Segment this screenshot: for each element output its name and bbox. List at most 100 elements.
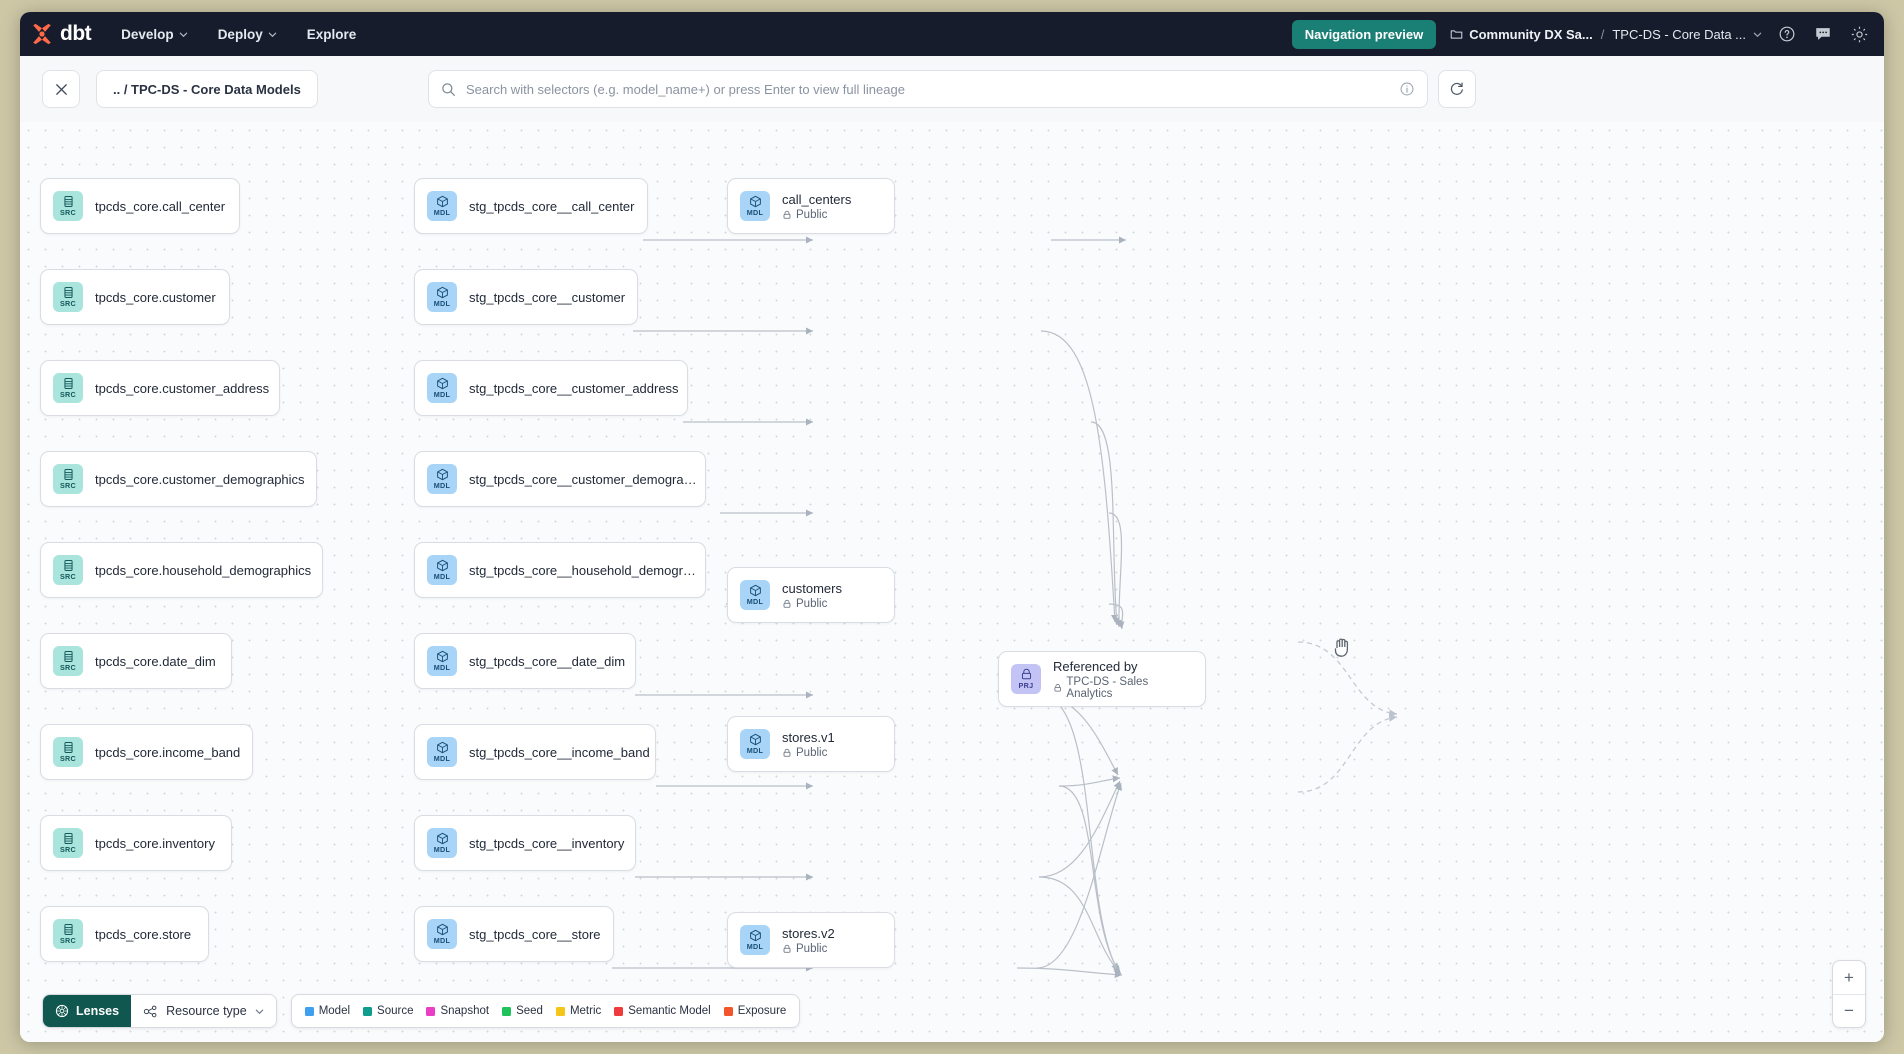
mdl-badge-icon: MDL — [427, 828, 457, 858]
node-title: tpcds_core.store — [95, 926, 192, 942]
node-subtitle: Public — [782, 209, 851, 221]
node-text: tpcds_core.inventory — [95, 836, 215, 851]
navbar-right-group: Navigation preview Community DX Sa... / … — [1291, 19, 1870, 49]
search-input[interactable] — [466, 81, 1389, 97]
src-badge-icon: SRC — [53, 737, 83, 767]
mdl-badge-icon: MDL — [427, 555, 457, 585]
zoom-out-button[interactable]: − — [1833, 994, 1865, 1027]
resource-type-dropdown[interactable]: Resource type — [131, 995, 276, 1027]
src-badge-icon: SRC — [53, 373, 83, 403]
node-text: stg_tpcds_core__date_dim — [469, 654, 625, 669]
lineage-node-s7[interactable]: SRC tpcds_core.income_band — [40, 724, 253, 780]
node-title: stg_tpcds_core__customer_address — [469, 380, 679, 396]
search-icon — [442, 82, 455, 96]
src-badge-icon: SRC — [53, 919, 83, 949]
legend-swatch — [555, 1006, 565, 1016]
mdl-badge-icon: MDL — [427, 373, 457, 403]
search-box[interactable] — [428, 70, 1428, 108]
legend-label: Snapshot — [440, 1005, 490, 1017]
node-title: tpcds_core.customer_demographics — [95, 471, 305, 487]
legend-item-semantic-model[interactable]: Semantic Model — [614, 1005, 711, 1017]
resource-type-legend: Model Source Snapshot Seed Metric Semantic Mo… — [290, 994, 801, 1028]
chevron-down-icon — [179, 32, 187, 37]
lineage-node-s1[interactable]: SRC tpcds_core.call_center — [40, 178, 240, 234]
node-subtitle: Public — [782, 943, 835, 955]
legend-swatch — [363, 1006, 373, 1016]
node-title: tpcds_core.household_demographics — [95, 562, 312, 578]
nav-item-develop[interactable]: Develop — [119, 23, 190, 46]
legend-label: Source — [377, 1005, 414, 1017]
refresh-button[interactable] — [1438, 70, 1476, 108]
node-title: tpcds_core.date_dim — [95, 653, 216, 669]
node-text: tpcds_core.household_demographics — [95, 563, 311, 578]
legend-item-exposure[interactable]: Exposure — [723, 1005, 786, 1017]
lineage-node-m5[interactable]: MDL stg_tpcds_core__household_demogr… — [414, 542, 706, 598]
breadcrumb-account[interactable]: Community DX Sa... — [1450, 27, 1593, 42]
legend-label: Metric — [569, 1005, 602, 1017]
node-subtitle: Public — [782, 747, 835, 759]
node-text: stg_tpcds_core__customer_demogra… — [469, 472, 697, 487]
zoom-controls: + − — [1832, 960, 1866, 1028]
search-area — [428, 70, 1476, 108]
legend-swatch — [502, 1006, 512, 1016]
legend-item-model[interactable]: Model — [304, 1005, 350, 1017]
navigation-preview-button[interactable]: Navigation preview — [1291, 19, 1437, 49]
node-text: stg_tpcds_core__call_center — [469, 199, 635, 214]
lineage-node-m3[interactable]: MDL stg_tpcds_core__customer_address — [414, 360, 688, 416]
node-subtitle: TPC-DS - Sales Analytics — [1053, 676, 1189, 700]
nav-item-explore[interactable]: Explore — [305, 23, 359, 46]
node-title: stg_tpcds_core__household_demogr… — [469, 562, 696, 578]
zoom-in-button[interactable]: + — [1844, 967, 1854, 987]
mdl-badge-icon: MDL — [740, 729, 770, 759]
node-text: tpcds_core.income_band — [95, 745, 240, 760]
nav-item-deploy[interactable]: Deploy — [216, 23, 279, 46]
lenses-button[interactable]: Lenses — [43, 995, 132, 1027]
node-title: call_centers — [782, 191, 852, 207]
node-text: tpcds_core.store — [95, 927, 191, 942]
legend-item-seed[interactable]: Seed — [502, 1005, 543, 1017]
node-text: stg_tpcds_core__store — [469, 927, 601, 942]
legend-item-metric[interactable]: Metric — [555, 1005, 602, 1017]
info-icon[interactable] — [1399, 81, 1415, 97]
dbt-logo[interactable]: dbt — [30, 22, 92, 46]
feedback-icon[interactable] — [1812, 23, 1834, 45]
lock-icon — [783, 210, 791, 219]
help-icon[interactable] — [1776, 23, 1798, 45]
legend-item-source[interactable]: Source — [363, 1005, 413, 1017]
gear-icon[interactable] — [1848, 23, 1870, 45]
breadcrumb-project-label: TPC-DS - Core Data ... — [1612, 26, 1746, 42]
close-button[interactable] — [42, 70, 80, 108]
legend-item-snapshot[interactable]: Snapshot — [426, 1005, 489, 1017]
mdl-badge-icon: MDL — [427, 919, 457, 949]
chevron-down-icon — [1753, 32, 1762, 37]
breadcrumb-project[interactable]: TPC-DS - Core Data ... — [1612, 27, 1762, 42]
node-title: tpcds_core.call_center — [95, 198, 226, 214]
lineage-node-s9[interactable]: SRC tpcds_core.store — [40, 906, 209, 962]
chevron-down-icon — [268, 32, 276, 37]
legend-swatch — [723, 1006, 733, 1016]
src-badge-icon: SRC — [53, 191, 83, 221]
lineage-node-m9[interactable]: MDL stg_tpcds_core__store — [414, 906, 614, 962]
lens-controls: Lenses Resource type — [42, 994, 277, 1028]
lineage-breadcrumb-pill[interactable]: .. / TPC-DS - Core Data Models — [96, 70, 318, 108]
